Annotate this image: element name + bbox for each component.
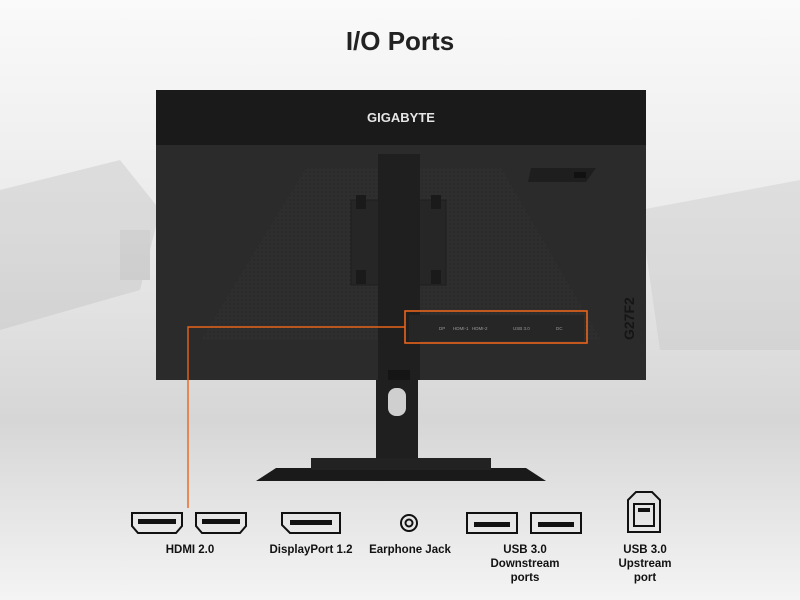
usb-b-port-icon	[627, 491, 661, 533]
svg-text:USB 3.0: USB 3.0	[513, 326, 530, 331]
hdmi-port-icon	[131, 512, 247, 534]
brand-logo: GIGABYTE	[367, 110, 435, 125]
earphone-jack-label: Earphone Jack	[369, 544, 451, 556]
page-title: I/O Ports	[345, 26, 455, 56]
usb-a-port-icon	[466, 512, 582, 534]
svg-text:DP: DP	[439, 326, 445, 331]
usb-downstream-label: USB 3.0 Downstream ports	[490, 544, 560, 584]
displayport-label: DisplayPort 1.2	[269, 544, 353, 556]
model-mark: G27F2	[621, 297, 637, 340]
displayport-icon	[281, 512, 341, 534]
svg-text:HDMI-2: HDMI-2	[472, 326, 488, 331]
callout-line	[187, 380, 189, 508]
earphone-jack-icon	[400, 514, 418, 532]
svg-text:HDMI-1: HDMI-1	[453, 326, 469, 331]
usb-upstream-label: USB 3.0 Upstream port	[618, 544, 672, 584]
background-desk	[0, 160, 800, 350]
hdmi-label: HDMI 2.0	[165, 544, 215, 556]
monitor-stand	[256, 380, 546, 481]
svg-text:DC: DC	[556, 326, 563, 331]
